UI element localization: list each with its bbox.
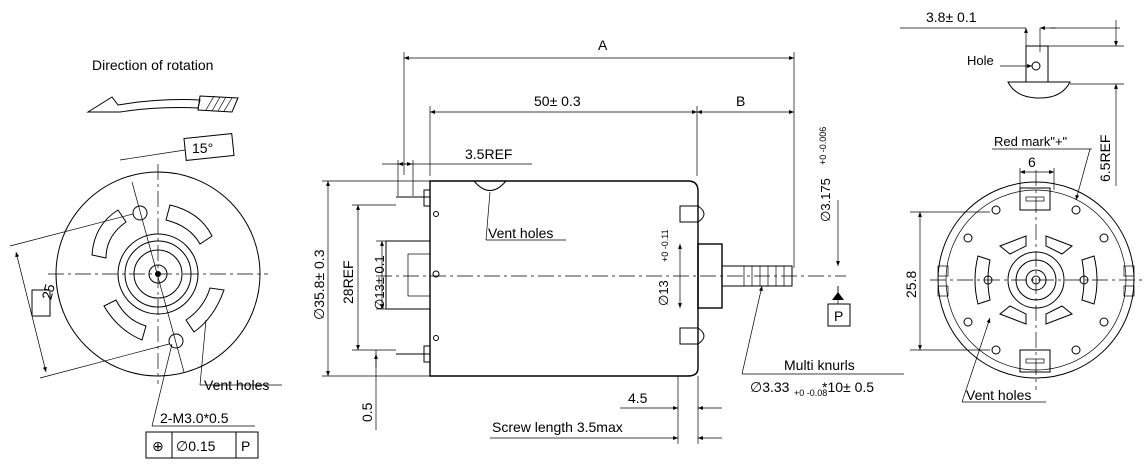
rear-view: Red mark"+" 6	[903, 134, 1142, 403]
dim-dia-13-boss: ∅13	[656, 280, 671, 306]
dim-25: 25	[38, 282, 58, 301]
datum-P: P	[834, 308, 843, 324]
svg-text:+0 -0.006: +0 -0.006	[818, 127, 828, 165]
direction-label: Direction of rotation	[92, 57, 213, 73]
dim-dia-shaft: ∅3.175	[818, 178, 833, 222]
knurl-spec: ∅3.33	[750, 379, 790, 395]
vent-slot	[999, 235, 1027, 255]
dim-28ref: 28REF	[340, 260, 356, 304]
red-mark-label: Red mark"+"	[994, 134, 1068, 149]
shaft-detail-view: 3.8± 0.1 Hole 6.5REF	[900, 9, 1124, 186]
dim-A: A	[598, 37, 608, 53]
dim-0-5: 0.5	[359, 402, 375, 422]
screw-length-label: Screw length 3.5max	[492, 419, 623, 435]
terminal-top	[1019, 187, 1051, 211]
vent-slot	[1045, 305, 1073, 325]
vent-holes-label: Vent holes	[204, 377, 269, 393]
mount-hole-top	[132, 205, 148, 221]
vent-slot	[91, 209, 127, 259]
vent-slot	[1045, 235, 1073, 255]
dim-dia-35-8: ∅35.8± 0.3	[311, 249, 327, 320]
datum-P-box	[827, 303, 851, 327]
vent-slot	[165, 204, 213, 245]
dim-4-5: 4.5	[628, 390, 648, 406]
dim-B: B	[736, 93, 745, 109]
vent-slot	[185, 287, 225, 333]
dim-3-5ref: 3.5REF	[465, 146, 512, 162]
terminal-bottom	[1019, 349, 1051, 373]
feature-control-frame: ⊕ ∅0.15 P	[145, 431, 259, 459]
vent-holes-right-label: Vent holes	[966, 387, 1031, 403]
motor-body	[429, 180, 699, 377]
terminal-tab	[1025, 45, 1049, 83]
vent-holes-mid-label: Vent holes	[488, 225, 553, 241]
dim-6: 6	[1028, 154, 1036, 170]
dim-6-5ref: 6.5REF	[1097, 135, 1113, 182]
vent-hole	[473, 180, 507, 191]
position-symbol-icon: ⊕	[152, 438, 164, 454]
vent-slot	[999, 305, 1027, 325]
angle-label: 15°	[192, 140, 213, 156]
dim-3-8: 3.8± 0.1	[926, 9, 977, 25]
dim-25-8: 25.8	[903, 271, 919, 298]
svg-text:P: P	[241, 438, 250, 454]
screw-spec-label: 2-M3.0*0.5	[160, 410, 229, 426]
dim-50: 50± 0.3	[534, 93, 581, 109]
vent-slot	[103, 299, 147, 341]
svg-text:∅0.15: ∅0.15	[176, 438, 216, 454]
svg-text:+0 -0.11: +0 -0.11	[660, 229, 670, 262]
hole-label: Hole	[967, 53, 994, 68]
side-view: A 50± 0.3 B 3.5REF	[311, 37, 904, 444]
rotation-arrow-icon	[86, 95, 239, 113]
dim-dia-13-side: ∅13± 0.1	[372, 255, 387, 310]
svg-text:*10± 0.5: *10± 0.5	[822, 379, 874, 395]
front-view: Direction of rotation 15°	[9, 57, 282, 459]
svg-text:+0 -0.08: +0 -0.08	[794, 388, 827, 398]
mount-hole-bottom	[168, 333, 184, 349]
multi-knurls-label: Multi knurls	[784, 357, 855, 373]
